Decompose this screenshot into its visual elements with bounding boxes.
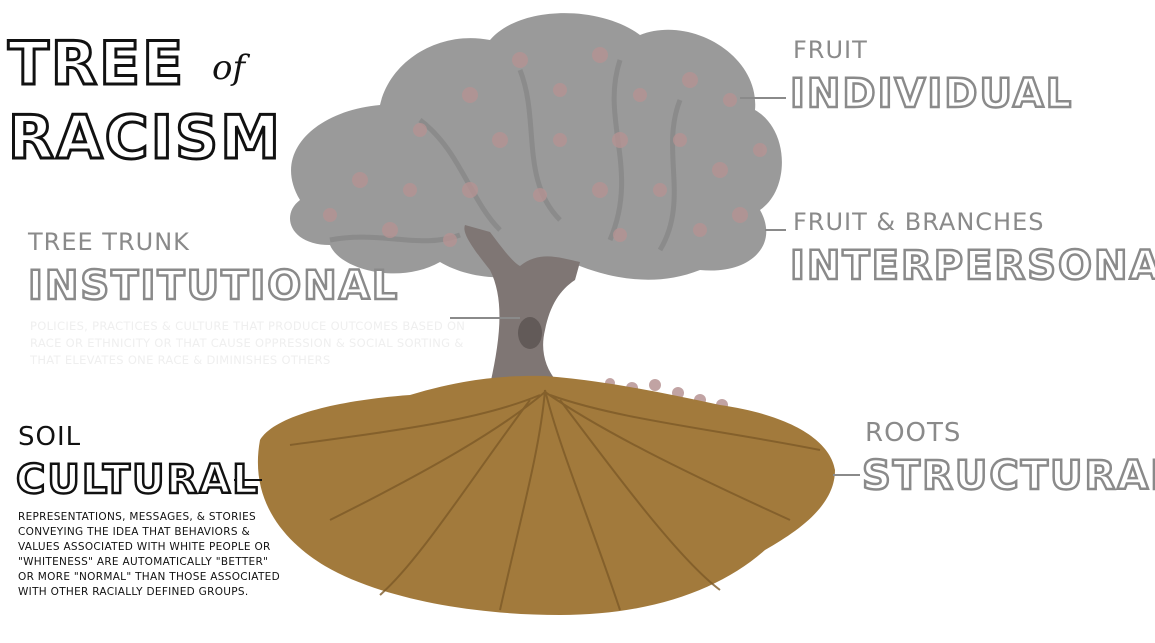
soil-description: REPRESENTATIONS, MESSAGES, & STORIES CON… — [18, 510, 280, 600]
roots-small-label: ROOTS — [865, 420, 961, 446]
soil-big-label: CULTURAL — [16, 460, 260, 500]
tree-canopy — [290, 13, 782, 280]
trunk-small-label: TREE TRUNK — [28, 230, 190, 254]
title-of: of — [212, 48, 245, 88]
soil-roots-mound — [258, 376, 835, 615]
fruit-big-label: INDIVIDUAL — [790, 74, 1073, 114]
branches-small-label: FRUIT & BRANCHES — [793, 210, 1045, 234]
title-line1: TREE — [8, 34, 185, 94]
trunk-big-label: INSTITUTIONAL — [28, 266, 399, 306]
roots-big-label: STRUCTURAL — [862, 456, 1155, 496]
fruit-small-label: FRUIT — [793, 38, 868, 62]
branches-big-label: INTERPERSONAL — [790, 246, 1155, 286]
title-line2: RACISM — [8, 108, 282, 168]
trunk-description: POLICIES, PRACTICES & CULTURE THAT PRODU… — [30, 318, 470, 369]
soil-small-label: SOIL — [18, 424, 81, 450]
